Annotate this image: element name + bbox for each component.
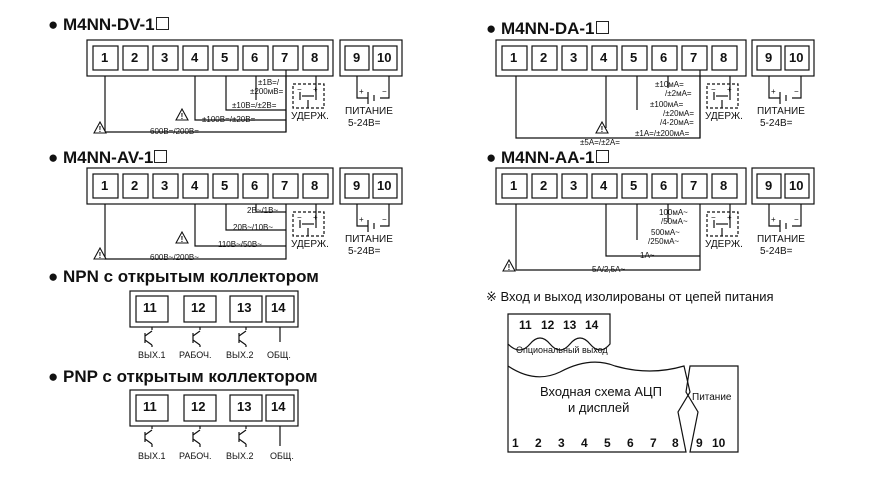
terminal-2: 2 — [540, 50, 548, 65]
terminal-5: 5 — [221, 178, 229, 193]
terminal-2: 2 — [131, 178, 139, 193]
terminal-4: 4 — [600, 178, 608, 193]
av-terminals — [92, 173, 398, 199]
terminal-10: 10 — [377, 50, 392, 65]
terminal-6: 6 — [251, 178, 259, 193]
terminal-8: 8 — [311, 178, 319, 193]
terminal-4: 4 — [600, 50, 608, 65]
terminal-3: 3 — [161, 50, 169, 65]
terminal-11: 11 — [143, 399, 157, 414]
transistor-icon — [144, 429, 247, 445]
terminal-13: 13 — [237, 300, 252, 315]
terminal-7: 7 — [281, 178, 289, 193]
terminal-12: 12 — [191, 300, 206, 315]
terminal-14: 14 — [271, 300, 286, 315]
terminal-10: 10 — [789, 50, 804, 65]
svg-text:!: ! — [508, 263, 511, 272]
terminal-10: 10 — [789, 178, 804, 193]
terminal-4: 4 — [191, 178, 199, 193]
da-diagram — [495, 39, 815, 139]
pnp-title: ● PNP с открытым коллектором — [48, 367, 318, 386]
terminal-6: 6 — [660, 178, 668, 193]
terminal-9: 9 — [353, 178, 361, 193]
pnp-diagram — [129, 389, 299, 447]
option-box-icon — [154, 150, 168, 164]
option-box-icon — [595, 150, 609, 164]
av-title: ● M4NN-AV-1 — [48, 148, 168, 168]
terminal-8: 8 — [720, 178, 728, 193]
npn-title: ● NPN с открытым коллектором — [48, 267, 319, 286]
terminal-3: 3 — [570, 178, 578, 193]
svg-text:!: ! — [99, 125, 102, 134]
aa-diagram — [495, 167, 815, 271]
terminal-14: 14 — [271, 399, 286, 414]
dv-title: ● M4NN-DV-1 — [48, 15, 169, 35]
terminal-5: 5 — [221, 50, 229, 65]
svg-text:!: ! — [181, 235, 184, 244]
aa-terminals — [501, 173, 810, 199]
svg-text:!: ! — [181, 112, 184, 121]
terminal-8: 8 — [720, 50, 728, 65]
terminal-12: 12 — [191, 399, 206, 414]
terminal-5: 5 — [630, 178, 638, 193]
terminal-7: 7 — [690, 178, 698, 193]
svg-text:!: ! — [99, 251, 102, 260]
dv-diagram — [86, 39, 403, 133]
terminal-1: 1 — [101, 178, 109, 193]
terminal-8: 8 — [311, 50, 319, 65]
terminal-7: 7 — [281, 50, 289, 65]
terminal-1: 1 — [101, 50, 109, 65]
aa-title: ● M4NN-AA-1 — [486, 148, 609, 168]
terminal-6: 6 — [660, 50, 668, 65]
terminal-1: 1 — [510, 178, 518, 193]
terminal-1: 1 — [510, 50, 518, 65]
adc-label: Входная схема АЦП — [540, 384, 662, 399]
terminal-7: 7 — [690, 50, 698, 65]
npn-diagram — [129, 290, 299, 347]
block-diagram — [507, 313, 739, 453]
terminal-9: 9 — [353, 50, 361, 65]
display-label: и дисплей — [568, 400, 630, 415]
optional-output-label: Опциональный выход — [516, 345, 608, 355]
terminal-3: 3 — [570, 50, 578, 65]
terminal-11: 11 — [143, 300, 157, 315]
da-title: ● M4NN-DA-1 — [486, 19, 609, 39]
transistor-icon — [144, 330, 247, 346]
da-terminals — [501, 45, 810, 71]
terminal-13: 13 — [237, 399, 252, 414]
terminal-3: 3 — [161, 178, 169, 193]
option-box-icon — [595, 21, 609, 35]
terminal-4: 4 — [191, 50, 199, 65]
option-box-icon — [155, 17, 169, 31]
isolation-note: ※ Вход и выход изолированы от цепей пита… — [486, 289, 774, 304]
terminal-9: 9 — [765, 178, 773, 193]
terminal-2: 2 — [540, 178, 548, 193]
terminal-10: 10 — [377, 178, 392, 193]
av-diagram — [86, 167, 403, 260]
svg-text:!: ! — [601, 125, 604, 134]
terminal-9: 9 — [765, 50, 773, 65]
dv-terminals — [92, 45, 398, 71]
warning-triangle-icon — [93, 107, 609, 272]
power-label: Питание — [692, 392, 732, 403]
terminal-5: 5 — [630, 50, 638, 65]
terminal-6: 6 — [251, 50, 259, 65]
terminal-2: 2 — [131, 50, 139, 65]
